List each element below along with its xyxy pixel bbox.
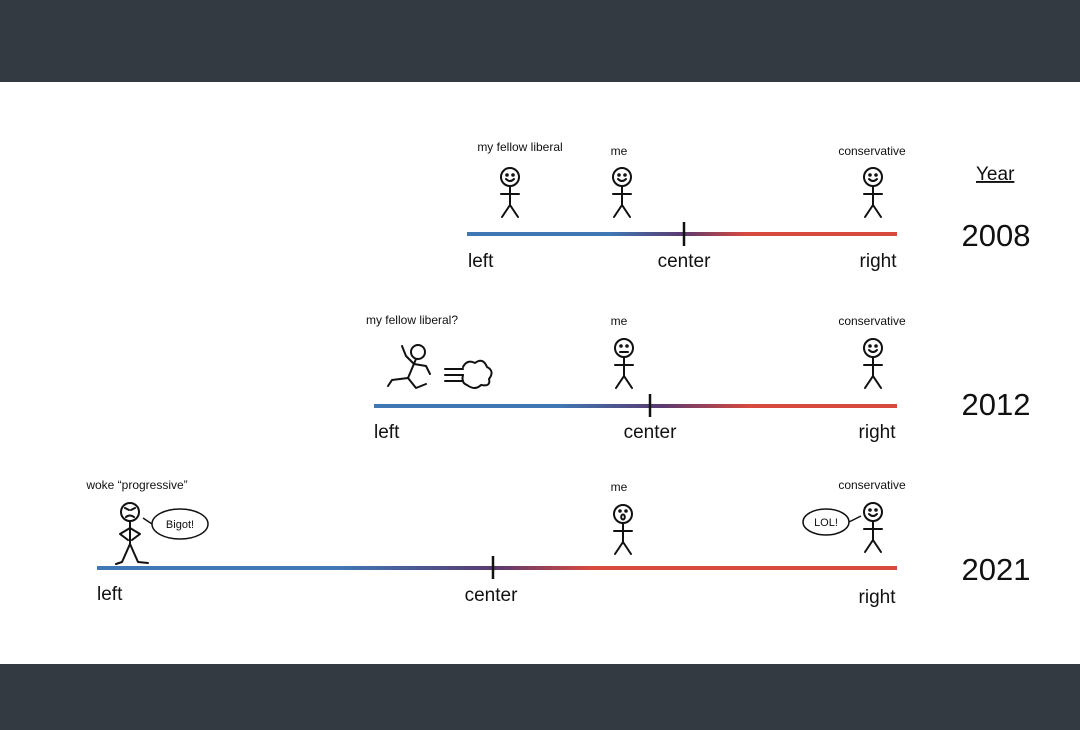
row-2021: left center right 2021 woke “progressive… [85, 478, 1030, 608]
stick-figure-smile-icon [863, 167, 883, 218]
right-label: right [859, 587, 897, 608]
speech-text: Bigot! [166, 519, 194, 531]
figure-label: conservative [838, 144, 906, 158]
spectrum-line [97, 566, 897, 570]
year-header: Year [976, 164, 1015, 185]
figure-label: me [611, 144, 628, 158]
center-label: center [658, 251, 711, 272]
row-2012: left center right 2012 my fellow liberal… [366, 313, 1031, 443]
figure-label: woke “progressive” [85, 478, 187, 492]
figure-label: me [611, 480, 628, 494]
spectrum-line [467, 232, 897, 236]
figure-label: my fellow liberal [477, 140, 562, 154]
stick-figure-smile-icon [863, 338, 883, 389]
stick-figure-smile-icon [500, 167, 520, 218]
spectrum-line [374, 404, 897, 408]
year-label: 2008 [962, 218, 1031, 253]
figure-label: me [611, 314, 628, 328]
stick-figure-smile-icon [612, 167, 632, 218]
running-stick-figure-icon [387, 344, 431, 389]
year-label: 2012 [962, 387, 1031, 422]
stick-figure-angry-icon [115, 502, 149, 565]
stick-figure-surprised-icon [613, 504, 633, 555]
right-label: right [859, 422, 897, 443]
left-label: left [468, 251, 494, 272]
top-bar [0, 0, 1080, 82]
figure-label: conservative [838, 478, 906, 492]
figure-label: my fellow liberal? [366, 313, 458, 327]
bottom-bar [0, 664, 1080, 730]
year-label: 2021 [962, 552, 1031, 587]
right-label: right [860, 251, 898, 272]
stick-figure-neutral-icon [614, 338, 634, 389]
dust-cloud-icon [444, 359, 493, 389]
speech-bubble: Bigot! [142, 508, 209, 540]
left-label: left [374, 422, 400, 443]
speech-text: LOL! [814, 517, 838, 529]
stick-figure-smile-icon [863, 502, 883, 553]
speech-bubble: LOL! [802, 508, 862, 536]
left-label: left [97, 584, 123, 605]
figure-label: conservative [838, 314, 906, 328]
center-label: center [465, 585, 518, 606]
center-label: center [624, 422, 677, 443]
row-2008: left center right 2008 my fellow liberal… [467, 140, 1030, 272]
political-spectrum-diagram: Year left center right 2008 my fellow li… [85, 140, 1031, 608]
